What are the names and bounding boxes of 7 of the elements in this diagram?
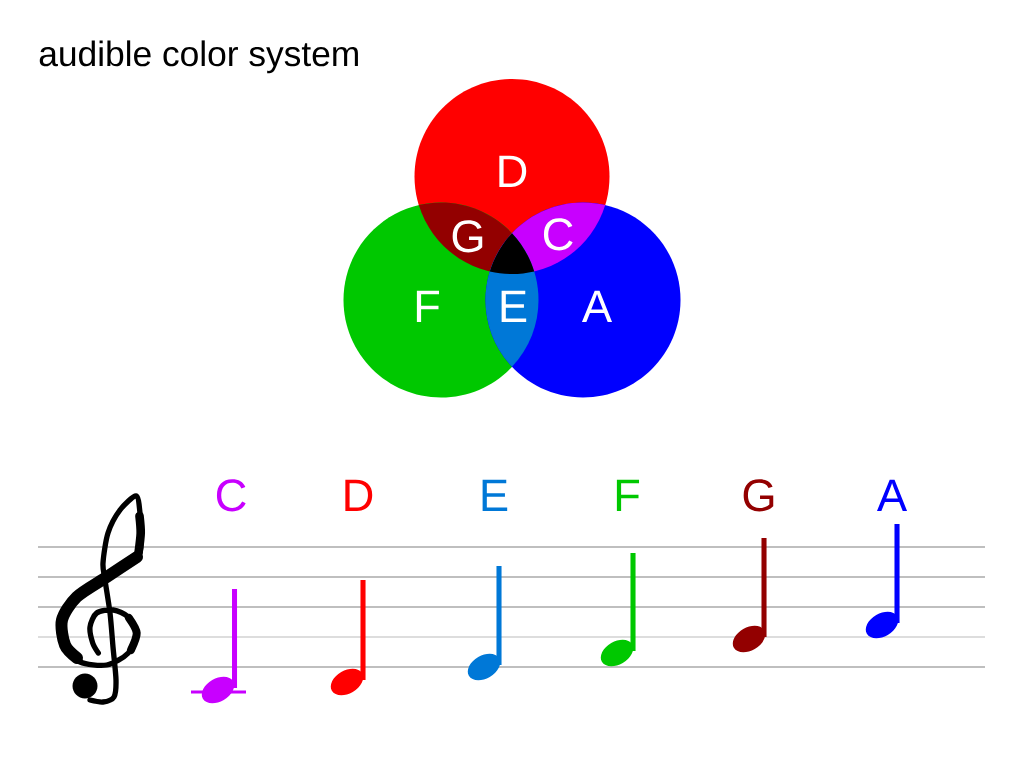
title: audible color system	[39, 40, 358, 74]
note-name: A	[877, 479, 908, 511]
note-name: F	[616, 479, 640, 511]
note-name: D	[345, 479, 373, 511]
note-name: C	[216, 479, 246, 512]
note-name: E	[482, 479, 508, 511]
note-name: G	[743, 479, 774, 512]
